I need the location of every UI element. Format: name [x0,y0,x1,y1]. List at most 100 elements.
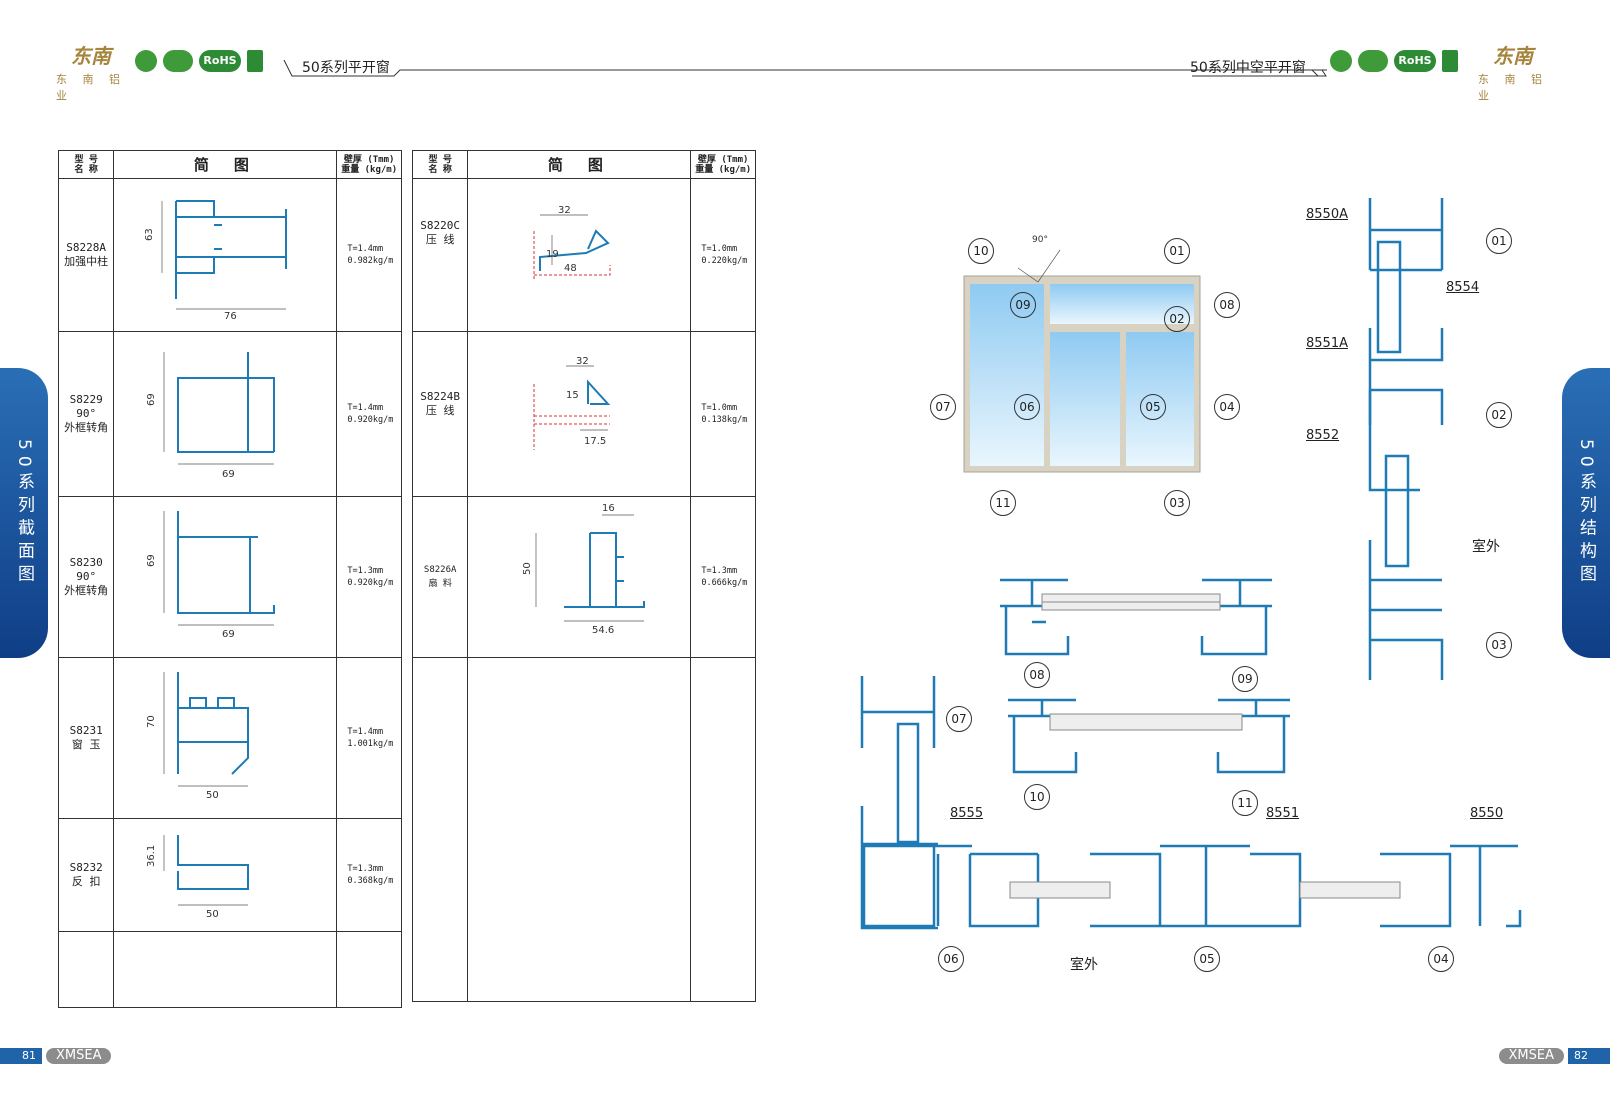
model-name: 压 线 [425,404,455,417]
marker-10-section: 10 [1024,784,1050,810]
col-spec-header: 壁厚 (Tmm)重量 (kg/m) [336,150,402,179]
dim-width: 76 [224,311,237,322]
profile-drawing: 36.1 50 [146,835,250,920]
marker-07-section: 07 [946,706,972,732]
marker-05-section: 05 [1194,946,1220,972]
model-code: S8220C [420,219,461,232]
dim-height: 36.1 [146,845,157,867]
marker-06: 06 [1014,394,1040,420]
dim-width: 50 [206,790,219,801]
profile-drawing: 69 69 [146,511,276,640]
marker-02: 02 [1164,306,1190,332]
wall-thickness: T=1.4mm [347,244,384,254]
model-name: 加强中柱 [64,255,109,268]
rohs-cert-icon: RoHS [1394,50,1436,72]
part-label-8551: 8551 [1266,806,1300,821]
col-model-header: 型 号名 称 [411,150,469,179]
marker-07: 07 [930,394,956,420]
cert-badges-left: RoHS [135,46,263,76]
left-series-title: 50系列平开窗 [302,60,390,76]
right-series-title: 50系列中空平开窗 [1190,60,1306,76]
marker-06-section: 06 [938,946,964,972]
brand-name: 东 南 铝 业 [56,73,126,102]
dim-width: 32 [558,205,571,216]
marker-08-section: 08 [1024,662,1050,688]
part-label-8550A: 8550A [1306,207,1348,222]
outdoor-label-right: 室外 [1472,539,1500,555]
dim-height: 63 [144,228,155,241]
model-code: S8228A [66,241,107,254]
iso-cert-icon [1330,50,1352,72]
marker-11: 11 [990,490,1016,516]
part-label-8551A: 8551A [1306,336,1348,351]
model-code: S8231 [69,724,103,737]
wall-thickness: T=1.0mm [701,244,738,254]
footer-left: 81 XMSEA [0,1048,112,1064]
part-label-8555: 8555 [950,806,984,821]
rohs-cert-icon: RoHS [199,50,241,72]
marker-11-section: 11 [1232,790,1258,816]
dim-height: 15 [566,390,579,401]
page-number-left: 81 [0,1048,42,1064]
weight: 0.368kg/m [347,876,394,886]
profile-drawing: 69 69 [146,352,276,480]
marker-05: 05 [1140,394,1166,420]
dim-top: 16 [602,503,615,514]
marker-10: 10 [968,238,994,264]
header-right-logo: 东南 东 南 铝 业 [1478,40,1548,103]
dim-height: 69 [146,554,157,567]
vertical-section-07 [860,676,938,930]
marker-04-section: 04 [1428,946,1454,972]
page-number-right: 82 [1568,1048,1610,1064]
model-name: 压 线 [425,233,455,246]
model-code: S8224B [420,390,461,403]
profile-drawing: 32 19 48 [533,205,611,279]
wall-thickness: T=1.3mm [347,566,384,576]
col-spec-line2: 重量 (kg/m) [341,164,398,175]
marker-09-section: 09 [1232,666,1258,692]
angle-label: 90° [1032,235,1048,245]
wall-thickness: T=1.3mm [701,566,738,576]
profile-drawing: 32 15 17.5 [533,356,611,450]
marker-03-side: 03 [1486,632,1512,658]
dim-height: 70 [146,715,157,728]
marker-01: 01 [1164,238,1190,264]
horizontal-section-bottom [862,844,1522,928]
col-model-line2: 名 称 [74,164,98,175]
right-side-tab: 50系列结构图 [1562,368,1610,658]
dim-width: 54.6 [592,625,614,636]
marker-02-side: 02 [1486,402,1512,428]
col-spec-line1: 壁厚 (Tmm) [697,154,749,165]
brand-logo-icon: 东南 [1493,44,1533,68]
dim-width: 69 [222,469,235,480]
dim-width: 32 [576,356,589,367]
model-name: 反 扣 [71,875,101,888]
ce-cert-icon [163,50,193,72]
model-name: 扇 料 [428,579,452,589]
model-code: S8226A [423,565,457,575]
qs-cert-icon [1442,50,1458,72]
part-label-8554: 8554 [1446,280,1480,295]
model-code: S8229 [69,393,103,406]
col-spec-line1: 壁厚 (Tmm) [343,154,395,165]
horizontal-section-middle [1008,698,1290,774]
profile-drawing: 63 76 [144,200,288,322]
footer-brand-left: XMSEA [46,1048,112,1064]
weight: 0.138kg/m [701,415,748,425]
wall-thickness: T=1.4mm [347,727,384,737]
marker-09: 09 [1010,292,1036,318]
col-model-line2: 名 称 [428,164,452,175]
marker-03: 03 [1164,490,1190,516]
weight: 1.001kg/m [347,739,394,749]
horizontal-section-top [1000,578,1272,656]
part-label-8552: 8552 [1306,428,1340,443]
ce-cert-icon [1358,50,1388,72]
footer-right: XMSEA 82 [1498,1048,1610,1064]
